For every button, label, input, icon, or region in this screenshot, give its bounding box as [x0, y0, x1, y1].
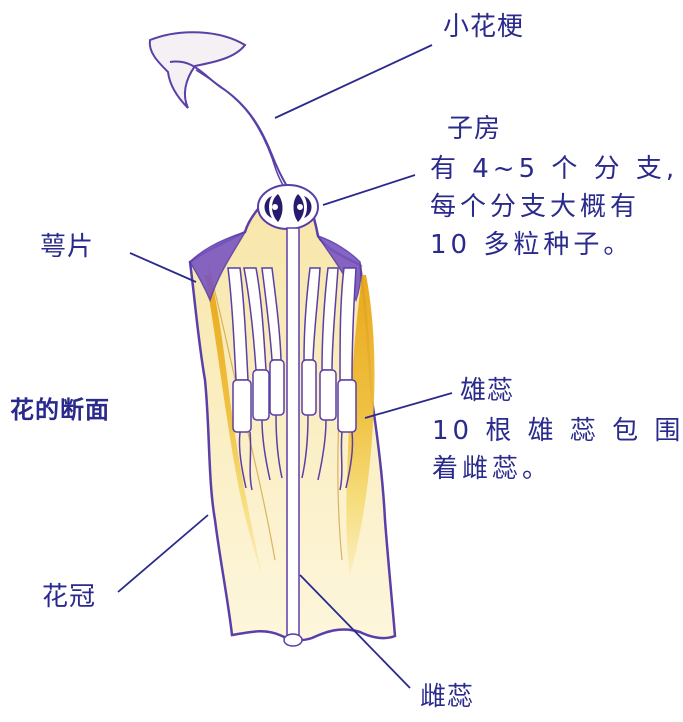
corolla-label: 花冠 [42, 578, 96, 616]
ovary-drawing [258, 185, 318, 229]
stamen-note-line: 着雌蕊。 [432, 450, 683, 488]
diagram-title: 花的断面 [10, 393, 110, 427]
ovary-note: 有 4~5 个 分 支, 每个分支大概有 10 多粒种子。 [430, 150, 678, 264]
ovary-note-line: 10 多粒种子。 [430, 226, 678, 264]
sepal-label: 萼片 [40, 228, 94, 266]
ovary-note-line: 每个分支大概有 [430, 188, 678, 226]
pistil-drawing [284, 228, 302, 646]
stamen-note: 10 根 雄 蕊 包 围 着雌蕊。 [432, 412, 683, 488]
pedicel-drawing [150, 32, 288, 190]
pistil-label: 雌蕊 [420, 678, 474, 716]
ovary-label: 子房 [447, 110, 501, 148]
stamen-note-line: 10 根 雄 蕊 包 围 [432, 412, 683, 450]
stamen-label: 雄蕊 [460, 372, 514, 410]
pedicel-label: 小花梗 [443, 8, 524, 46]
ovary-note-line: 有 4~5 个 分 支, [430, 150, 678, 188]
